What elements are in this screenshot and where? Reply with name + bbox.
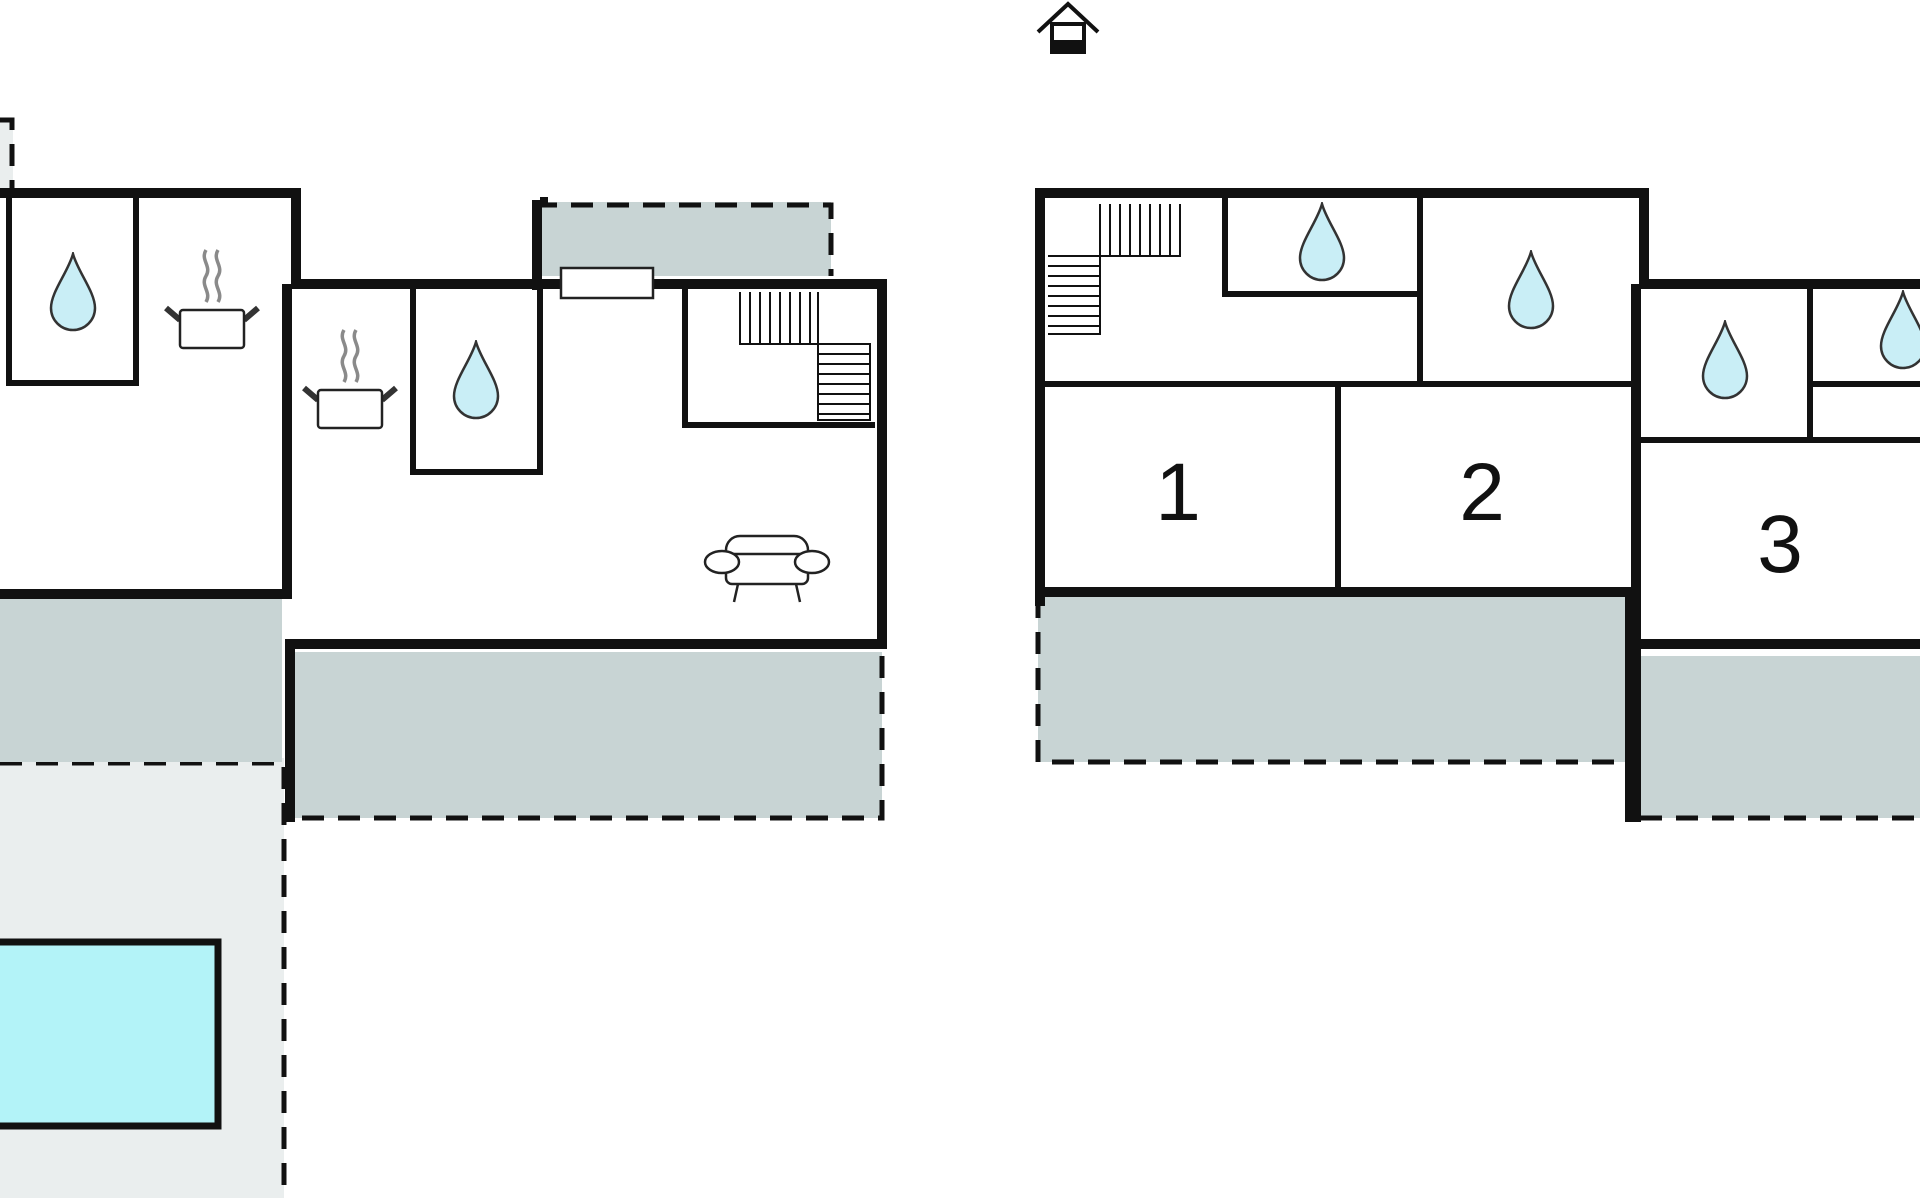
room-2-label: 2 bbox=[1459, 447, 1505, 538]
cooking-pot-icon bbox=[166, 250, 258, 348]
water-drop-icon bbox=[1298, 202, 1346, 282]
room-1-label: 1 bbox=[1155, 447, 1201, 538]
ground-floor-plan bbox=[0, 117, 887, 1198]
swimming-pool bbox=[0, 938, 222, 1130]
terrace-left bbox=[0, 594, 282, 762]
water-drop-icon bbox=[1879, 290, 1920, 370]
cooking-pot-icon bbox=[304, 330, 396, 428]
sofa-icon bbox=[703, 534, 831, 604]
room-3-label: 3 bbox=[1757, 499, 1803, 590]
terrace-top bbox=[535, 202, 831, 276]
terrace-right-2 bbox=[1640, 656, 1920, 818]
water-drop-icon bbox=[1507, 250, 1555, 330]
water-drop-icon bbox=[49, 252, 97, 332]
terrace-bottom bbox=[290, 652, 882, 818]
house-icon bbox=[1036, 1, 1100, 54]
first-floor-plan: 1 2 3 bbox=[1035, 188, 1920, 822]
water-drop-icon bbox=[1701, 320, 1749, 400]
window bbox=[559, 266, 655, 300]
balcony-top-left bbox=[0, 118, 13, 190]
staircase-icon bbox=[739, 292, 871, 421]
staircase-icon bbox=[1048, 204, 1181, 335]
terrace-right-1 bbox=[1038, 596, 1630, 762]
water-drop-icon bbox=[452, 340, 500, 420]
